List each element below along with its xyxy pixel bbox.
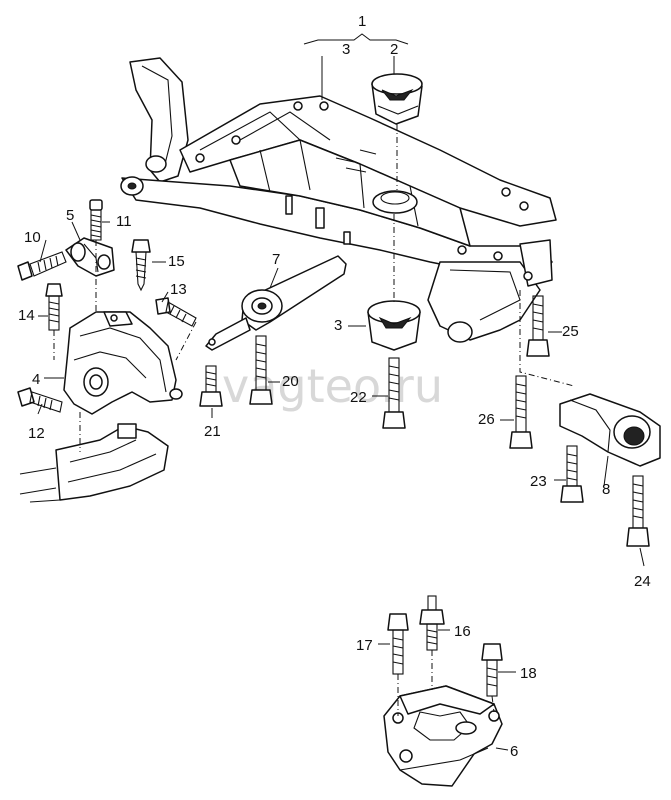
callout-26: 26 [478,411,495,428]
support-bracket [65,237,115,277]
callout-24: 24 [634,573,651,590]
callout-13: 13 [170,281,187,298]
callout-25: 25 [562,323,579,340]
centerline-18 [491,695,495,713]
callout-labels: 1 3 2 7 5 11 10 15 13 14 3 25 4 20 22 26… [18,13,651,760]
callout-20: 20 [282,373,299,390]
callout-18: 18 [520,665,537,682]
centerline-13 [175,321,197,361]
callout-5: 5 [66,207,74,224]
bolt-16 [419,595,445,651]
engine-bracket [63,311,183,415]
bolt-17 [387,613,409,675]
bolt-21 [199,365,223,407]
callout-12: 12 [28,425,45,442]
bolt-25 [526,295,550,357]
callout-21: 21 [204,423,221,440]
callout-14: 14 [18,307,35,324]
callout-3-top: 3 [342,41,350,58]
callout-3-mid: 3 [334,317,342,334]
bolt-14 [45,283,63,331]
callout-23: 23 [530,473,547,490]
bolt-13 [155,297,197,327]
bolt-10 [17,251,67,281]
callout-16: 16 [454,623,471,640]
rubber-bush-upper [371,73,423,125]
callout-22: 22 [350,389,367,406]
bolt-22 [382,357,406,429]
bolt-20 [249,335,273,405]
callout-2: 2 [390,41,398,58]
callout-10: 10 [24,229,41,246]
callout-bracket-1 [303,33,409,45]
bolt-26 [509,375,533,449]
callout-17: 17 [356,637,373,654]
callout-6: 6 [510,743,518,760]
watermark: vagteo.ru [222,359,443,413]
callout-7: 7 [272,251,280,268]
callout-15: 15 [168,253,185,270]
centerline-25-26 [519,290,575,387]
transmission-mount [383,685,503,787]
leader-lines [37,221,645,751]
rubber-bush-lower [367,300,421,351]
subframe-crossmember [120,57,557,343]
bolt-12 [17,387,63,413]
torque-rod [205,255,347,351]
bolt-24 [626,475,650,547]
bolt-18 [481,643,503,697]
rear-bush-bracket [559,393,661,467]
body-side-member [19,423,169,503]
callout-1: 1 [358,13,366,30]
callout-8: 8 [602,481,610,498]
callout-11: 11 [116,213,132,230]
bolt-11 [89,199,103,241]
bolt-15 [131,239,151,292]
callout-4: 4 [32,371,40,388]
bolt-23 [560,445,584,503]
